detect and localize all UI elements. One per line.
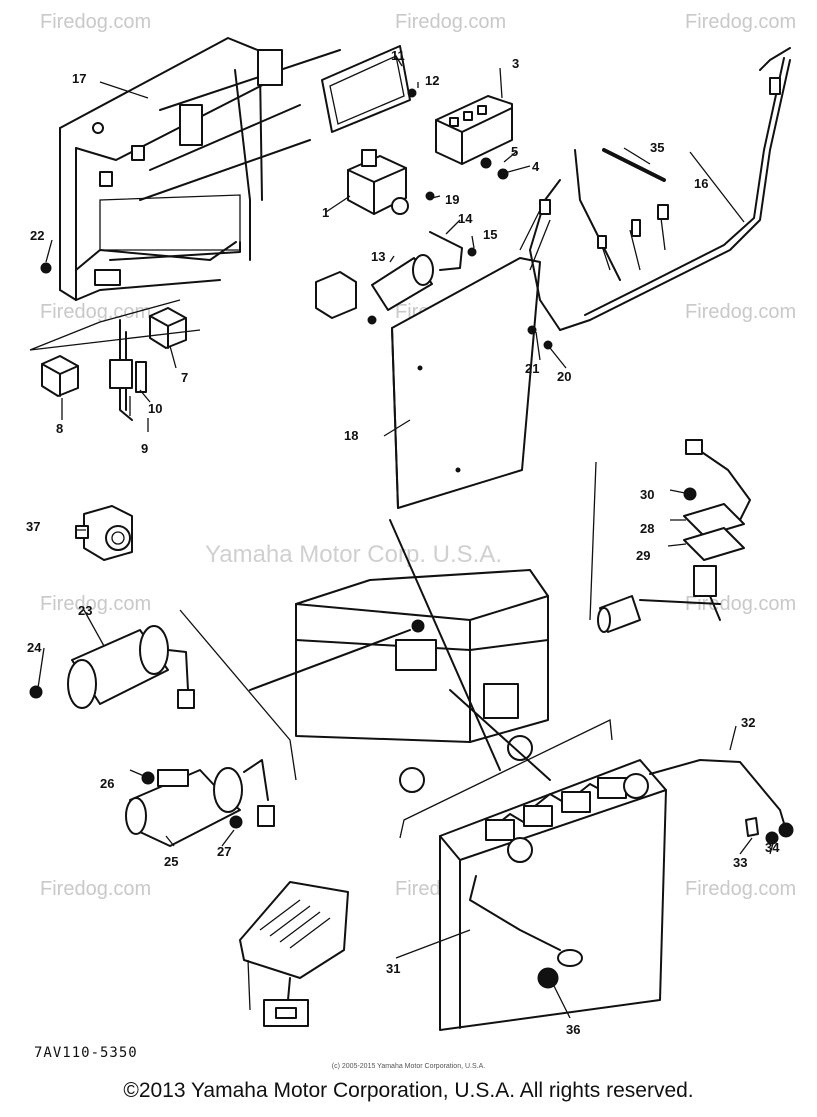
callout-27: 28: [640, 521, 654, 536]
bracket-frame-17: [59, 37, 341, 301]
diagram-code: 7AV110-5350: [34, 1045, 138, 1061]
watermark: Firedog.com: [40, 301, 151, 323]
level-sender-27: [589, 439, 751, 633]
callout-13: 13: [371, 249, 385, 264]
watermark: Firedog.com: [395, 11, 506, 33]
starter-motor-22: [29, 609, 297, 781]
wiring-harness-16: [519, 47, 791, 331]
watermark: Firedog.com: [40, 593, 151, 615]
watermark-center: Yamaha Motor Corp. U.S.A.: [205, 541, 502, 568]
callout-18: 18: [344, 428, 358, 443]
relay-1: [347, 149, 435, 215]
callout-3: 3: [512, 56, 519, 71]
fuse-holder-9: [29, 299, 201, 421]
callout-1: 1: [322, 205, 329, 220]
callout-30: 31: [386, 961, 400, 976]
callout-29: 30: [640, 487, 654, 502]
callout-9: 9: [141, 441, 148, 456]
callout-33: 34: [765, 840, 780, 855]
starter-relay-24: [125, 759, 275, 847]
callout-14: 14: [458, 211, 473, 226]
callout-10: 10: [148, 401, 162, 416]
callout-17: 17: [72, 71, 86, 86]
callout-24: 25: [164, 854, 178, 869]
bolt-21: [40, 262, 52, 274]
plate-11: [321, 45, 417, 133]
block-3: [435, 95, 513, 180]
callout-35: 36: [566, 1022, 580, 1037]
callout-26: 27: [217, 844, 231, 859]
callout-25: 26: [100, 776, 114, 791]
callout-15: 15: [483, 227, 497, 242]
watermark: Firedog.com: [685, 593, 796, 615]
relay-7: [149, 307, 187, 349]
callout-32: 33: [733, 855, 747, 870]
watermark: Firedog.com: [40, 878, 151, 900]
panel-18: [391, 257, 553, 509]
watermark: Firedog.com: [685, 301, 796, 323]
callout-8: 8: [56, 421, 63, 436]
battery-30: [399, 719, 794, 1031]
callout-22: 23: [78, 603, 92, 618]
rectifier-37: [239, 881, 349, 1027]
battery-box: [249, 519, 551, 793]
callout-16: 16: [694, 176, 708, 191]
callout-31: 32: [741, 715, 755, 730]
callout-5: 5: [511, 144, 518, 159]
callout-21: 22: [30, 228, 44, 243]
callout-7: 7: [181, 370, 188, 385]
copyright-notice: ©2013 Yamaha Motor Corporation, U.S.A. A…: [123, 1079, 694, 1102]
watermark: Firedog.com: [40, 11, 151, 33]
callout-36: 37: [26, 519, 40, 534]
callout-4: 4: [532, 159, 540, 174]
watermark: Firedog.com: [685, 11, 796, 33]
callout-34: 35: [650, 140, 664, 155]
sender-36: [75, 505, 133, 561]
relay-8: [41, 355, 79, 397]
callout-23: 24: [27, 640, 42, 655]
callout-19: 20: [557, 369, 571, 384]
condenser-13: [315, 231, 477, 325]
callout-28: 29: [636, 548, 650, 563]
small-credit: (c) 2005-2015 Yamaha Motor Corporation, …: [331, 1063, 486, 1070]
callout-11: 11: [391, 48, 405, 63]
watermark: Firedog.com: [685, 878, 796, 900]
callout-labels: 1 19 3 4 5 7 8 9 10 11 12 13 14 15 16 18…: [26, 48, 780, 1037]
callout-20: 21: [525, 361, 539, 376]
leader-lines: [37, 55, 775, 1019]
callout-12: 12: [425, 73, 439, 88]
callout-2: 19: [445, 192, 459, 207]
